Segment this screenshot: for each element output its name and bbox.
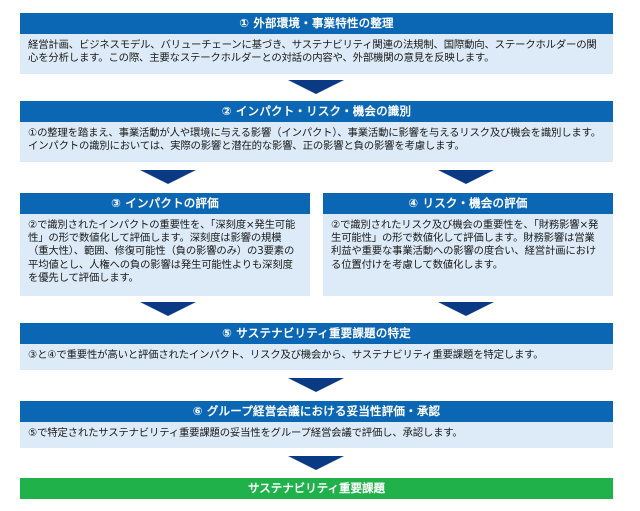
step5-description: ③と④で重要性が高いと評価されたインパクト、リスク及び機会から、サステナビリティ…	[20, 344, 613, 370]
arrow-down-icon	[288, 456, 344, 470]
step3-description: ②で識別されたインパクトの重要性を、「深刻度×発生可能性」の形で数値化して評価し…	[20, 214, 310, 296]
arrow-down-icon	[438, 170, 494, 184]
arrow-down-icon	[140, 302, 196, 316]
step2-description: ①の整理を踏まえ、事業活動が人や環境に与える影響（インパクト）、事業活動に影響を…	[20, 122, 613, 162]
arrow-down-icon	[140, 170, 196, 184]
step2-header: ② インパクト・リスク・機会の識別	[20, 101, 613, 122]
arrow-down-icon	[288, 80, 344, 94]
arrow-down-icon	[438, 302, 494, 316]
step1-header: ① 外部環境・事業特性の整理	[20, 13, 613, 34]
step4-header: ④ リスク・機会の評価	[323, 193, 613, 214]
step6-description: ⑤で特定されたサステナビリティ重要課題の妥当性をグループ経営会議で評価し、承認し…	[20, 422, 613, 448]
step5-header: ⑤ サステナビリティ重要課題の特定	[20, 323, 613, 344]
step4-description: ②で識別されたリスク及び機会の重要性を、「財務影響×発生可能性」の形で数値化して…	[323, 214, 613, 296]
step6-header: ⑥ グループ経営会議における妥当性評価・承認	[20, 401, 613, 422]
step1-description: 経営計画、ビジネスモデル、バリューチェーンに基づき、サステナビリティ関連の法規制…	[20, 34, 613, 74]
arrow-down-icon	[288, 378, 344, 392]
final-result-banner: サステナビリティ重要課題	[20, 478, 613, 499]
step3-header: ③ インパクトの評価	[20, 193, 310, 214]
